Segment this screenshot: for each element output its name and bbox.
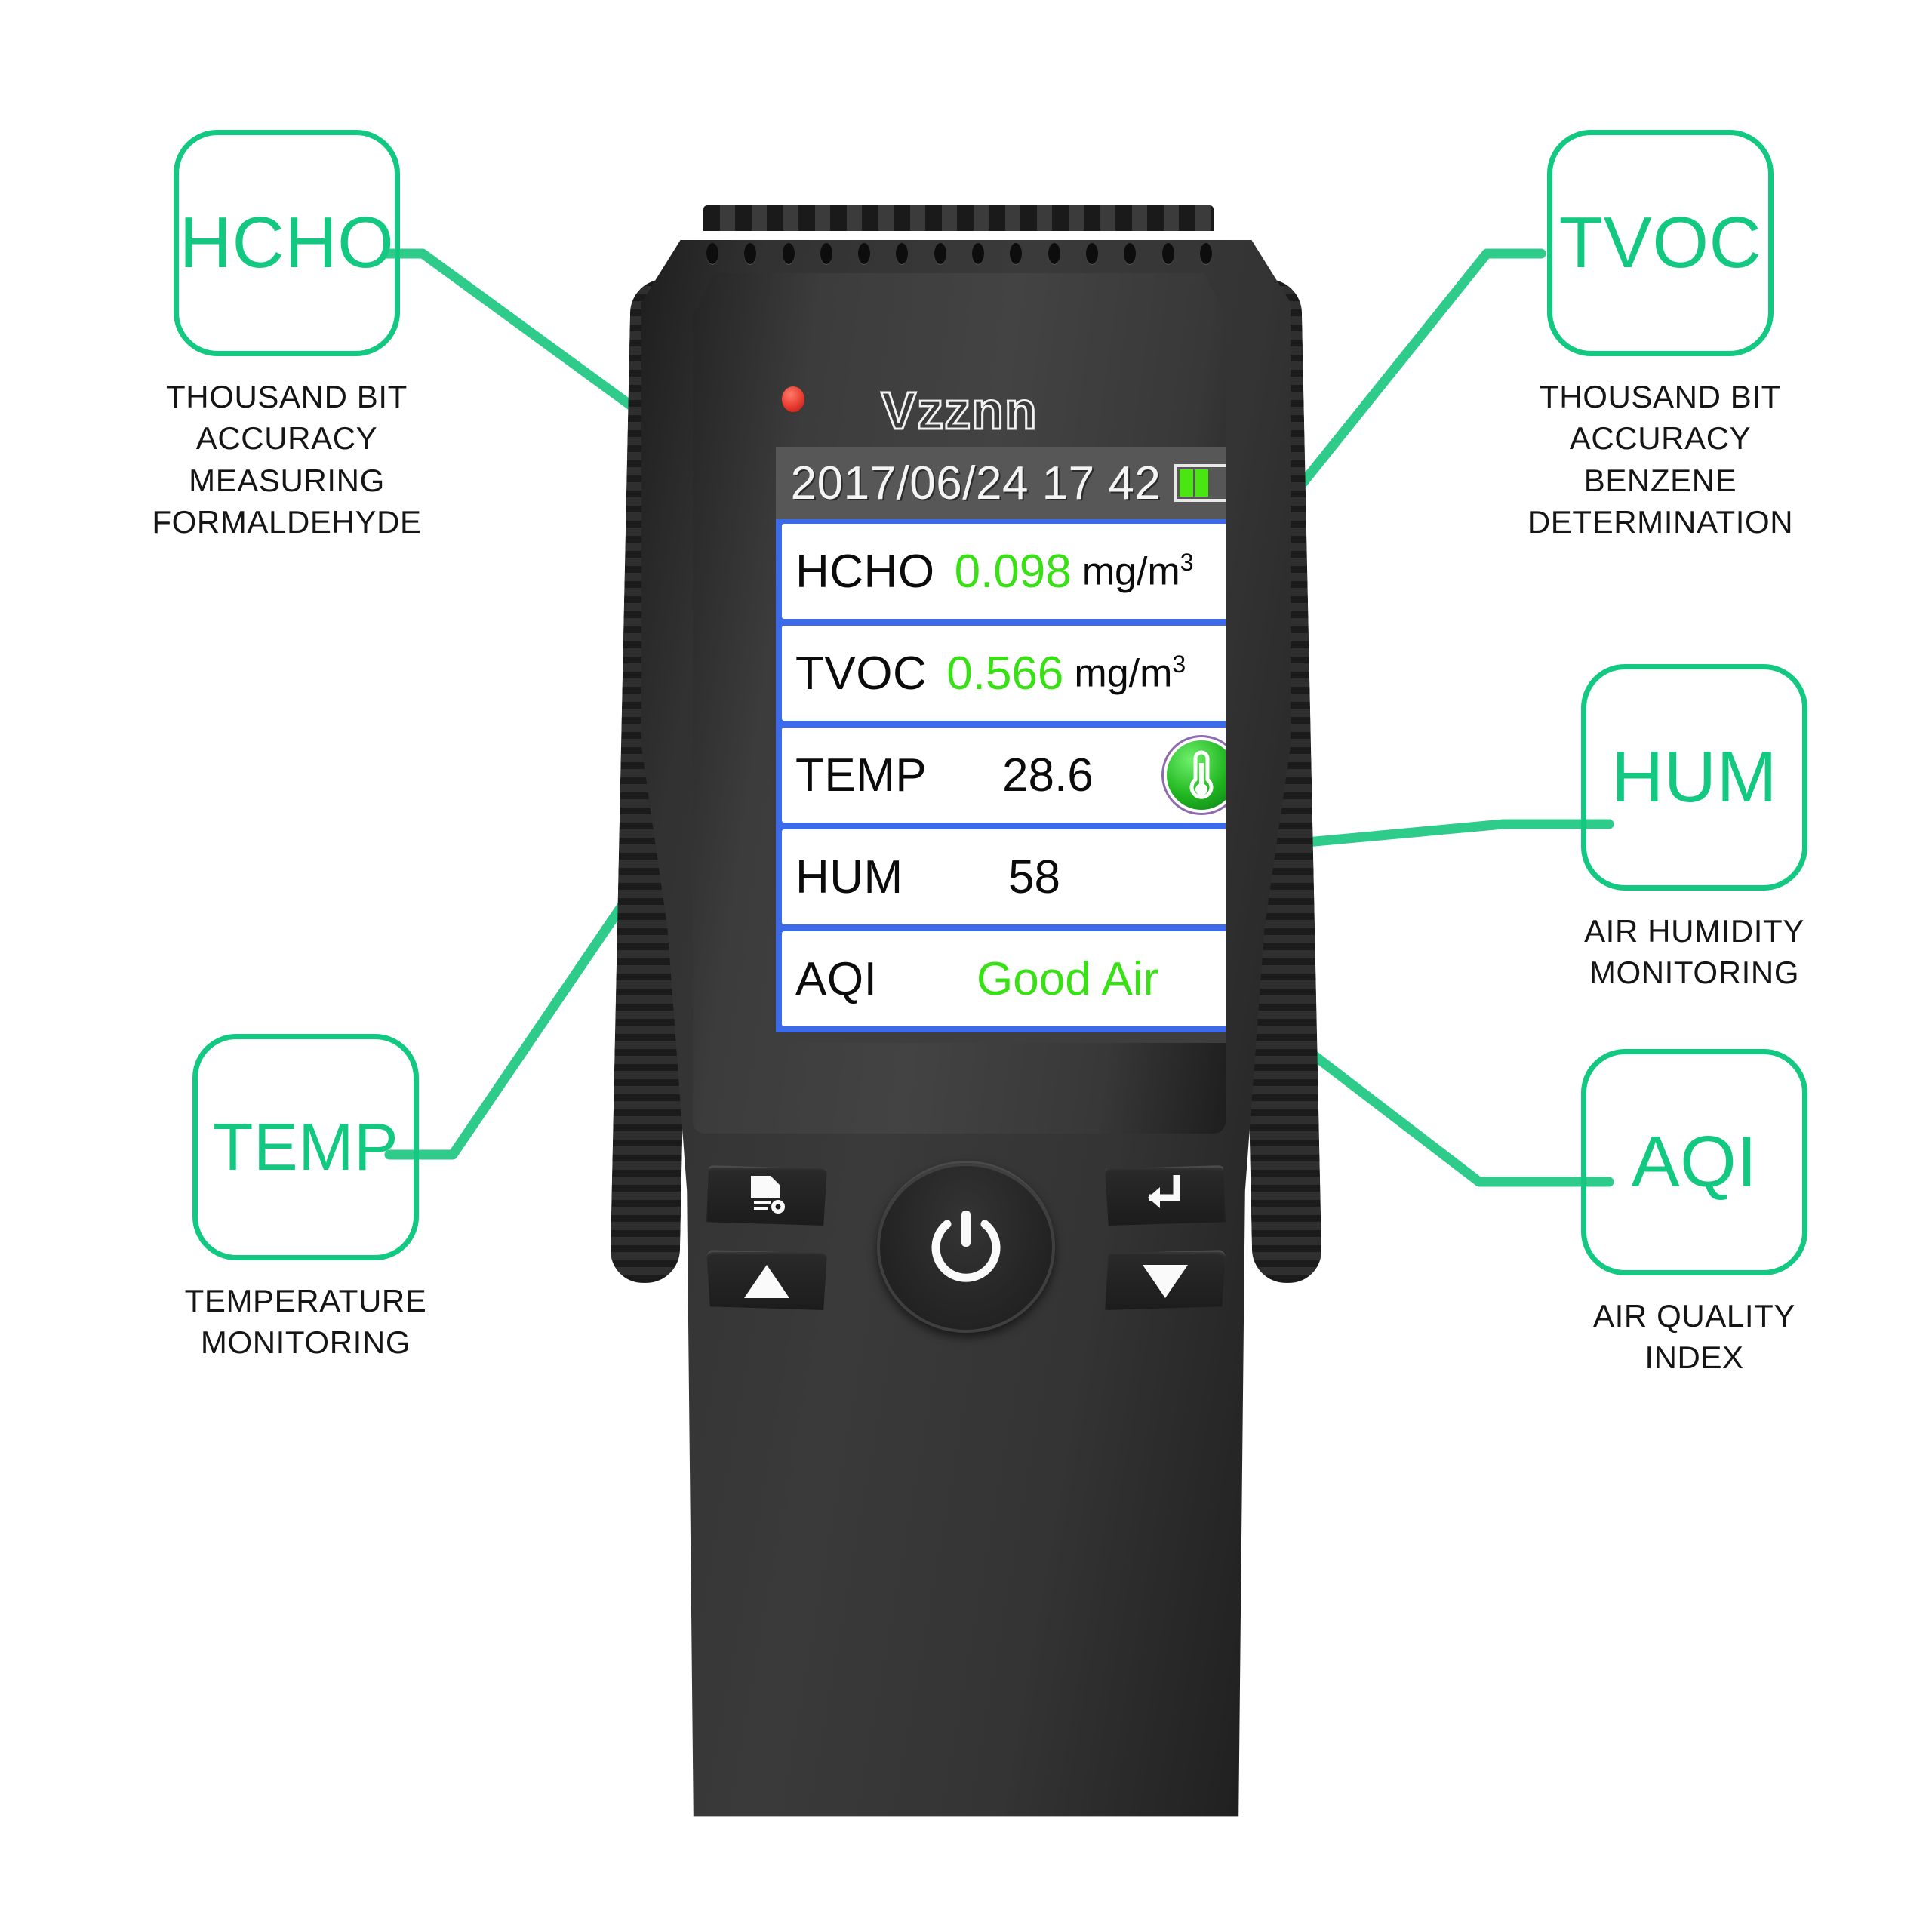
badge-hcho-label: HCHO	[179, 202, 395, 283]
vent-hole	[744, 243, 757, 264]
vent-hole	[1124, 243, 1137, 264]
power-button[interactable]	[877, 1161, 1055, 1333]
record-button[interactable]	[706, 1165, 827, 1226]
status-bar: 2017/06/24 17 42	[776, 447, 1226, 519]
vent-hole	[706, 243, 718, 264]
row-hum-label: HUM	[795, 851, 903, 903]
vent-comb	[703, 205, 1214, 231]
callout-aqi: AQI AIR QUALITY INDEX	[1517, 1049, 1872, 1379]
row-tvoc: TVOC 0.566 mg/m3	[782, 626, 1226, 721]
down-button[interactable]	[1105, 1250, 1226, 1310]
callout-temp: TEMP TEMPERATURE MONITORING	[125, 1034, 487, 1364]
device-faceplate: Vzznn 2017/06/24 17 42 HCHO 0.098	[693, 273, 1226, 1134]
badge-tvoc-label: TVOC	[1558, 202, 1762, 283]
datetime-text: 2017/06/24 17 42	[790, 457, 1161, 509]
row-temp-label: TEMP	[795, 749, 928, 801]
caption-aqi: AIR QUALITY INDEX	[1593, 1298, 1795, 1376]
row-temp: TEMP 28.6	[782, 728, 1226, 823]
row-tvoc-unit: mg/m3	[1074, 650, 1186, 696]
air-quality-detector-device: Vzznn 2017/06/24 17 42 HCHO 0.098	[610, 204, 1322, 1864]
lcd-screen: 2017/06/24 17 42 HCHO 0.098 mg/m3	[776, 447, 1226, 1043]
vent-hole	[934, 243, 946, 264]
badge-aqi: AQI	[1581, 1049, 1807, 1275]
power-led-icon	[782, 386, 804, 412]
row-aqi-label: AQI	[795, 952, 878, 1005]
badge-hum-label: HUM	[1611, 737, 1778, 817]
vent-hole	[1085, 243, 1098, 264]
keypad	[634, 1161, 1298, 1447]
badge-aqi-label: AQI	[1631, 1121, 1758, 1202]
callout-hcho: HCHO THOUSAND BIT ACCURACY MEASURING FOR…	[83, 130, 491, 543]
vent-hole	[896, 243, 909, 264]
vent-hole	[972, 243, 985, 264]
power-icon	[924, 1201, 1008, 1294]
measurement-rows: HCHO 0.098 mg/m3 TVOC 0.566 mg/m3 TEMP 2…	[776, 519, 1226, 1032]
vent-hole	[858, 243, 871, 264]
badge-tvoc: TVOC	[1547, 130, 1774, 356]
callout-tvoc: TVOC THOUSAND BIT ACCURACY BENZENE DETER…	[1449, 130, 1872, 543]
vent-hole	[1199, 243, 1212, 264]
vent-hole	[820, 243, 832, 264]
arrow-down-icon	[1143, 1264, 1188, 1298]
badge-hcho: HCHO	[174, 130, 400, 356]
caption-tvoc: THOUSAND BIT ACCURACY BENZENE DETERMINAT…	[1527, 379, 1794, 540]
caption-temp: TEMPERATURE MONITORING	[184, 1283, 427, 1361]
vent-hole	[1048, 243, 1060, 264]
callout-hum: HUM AIR HUMIDITY MONITORING	[1517, 664, 1872, 994]
vent-hole	[1010, 243, 1023, 264]
row-hcho: HCHO 0.098 mg/m3	[782, 524, 1226, 619]
battery-icon	[1174, 464, 1226, 502]
badge-temp-label: TEMP	[212, 1109, 399, 1184]
back-return-icon	[1142, 1174, 1189, 1218]
row-hcho-label: HCHO	[795, 545, 935, 598]
row-tvoc-label: TVOC	[795, 647, 928, 700]
back-button[interactable]	[1105, 1165, 1226, 1226]
caption-hcho: THOUSAND BIT ACCURACY MEASURING FORMALDE…	[152, 379, 422, 540]
battery-cell	[1195, 469, 1208, 497]
caption-hum: AIR HUMIDITY MONITORING	[1584, 913, 1804, 991]
vent-hole	[782, 243, 795, 264]
thermometer-icon	[1167, 740, 1226, 810]
badge-hum: HUM	[1581, 664, 1807, 891]
battery-cell	[1180, 469, 1193, 497]
vent-holes	[706, 243, 1212, 266]
row-hum-value: 58	[1008, 851, 1060, 903]
vent-hole	[1161, 243, 1174, 264]
row-temp-value: 28.6	[1002, 749, 1094, 801]
row-tvoc-value: 0.566	[946, 647, 1064, 700]
row-hum: HUM 58	[782, 829, 1226, 924]
battery-cell	[1211, 469, 1223, 497]
badge-temp: TEMP	[192, 1034, 419, 1260]
row-aqi: AQI Good Air	[782, 931, 1226, 1026]
brand-logo: Vzznn	[880, 380, 1038, 441]
row-aqi-value: Good Air	[977, 952, 1159, 1005]
row-hcho-value: 0.098	[954, 545, 1072, 598]
arrow-up-icon	[744, 1264, 789, 1298]
record-document-icon	[746, 1174, 787, 1220]
row-hcho-unit: mg/m3	[1081, 548, 1194, 594]
up-button[interactable]	[706, 1250, 827, 1310]
